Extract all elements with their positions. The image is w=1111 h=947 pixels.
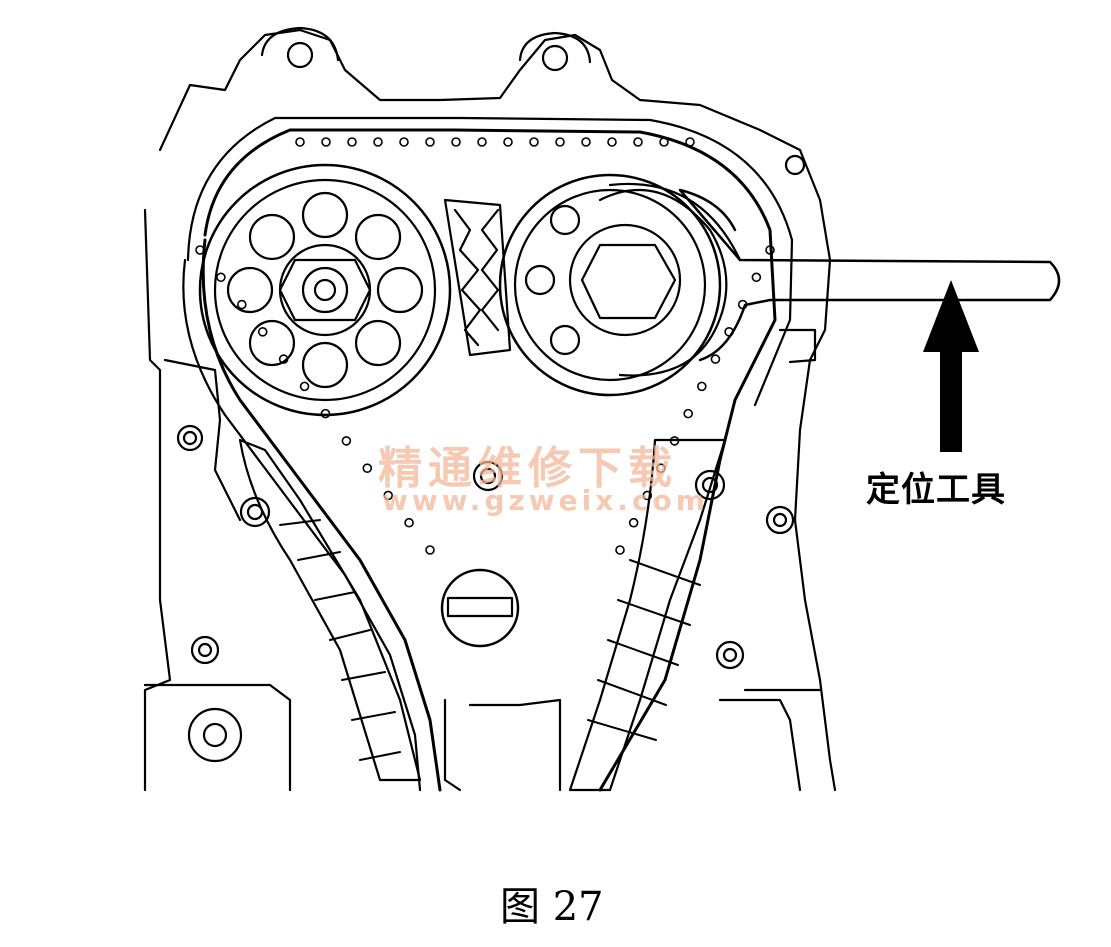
chain-roller [347,137,357,147]
sprocket-hole [301,341,349,389]
bolt-holes [176,424,795,763]
chain-roller [383,490,393,501]
chain-roller [751,272,762,283]
sprocket-hole [376,266,424,314]
chain-roller [451,137,461,147]
chain-roller [299,381,310,392]
exhaust-cam-sprocket [498,173,728,397]
chain-roller [683,408,693,419]
chain-roller [503,137,513,147]
sprocket-hole [354,319,402,367]
chain-roller [320,408,331,419]
chain-roller [642,490,653,501]
oil-plug [440,568,520,648]
chain-roller [659,137,669,147]
chain-roller [425,137,435,147]
sprocket-hole [354,213,402,261]
chain-roller [216,272,226,283]
chain-roller [656,463,666,473]
engine-cover-outline [158,28,837,792]
chain-roller [373,137,383,147]
sprocket-hole [248,319,296,367]
chain-roller [399,137,409,147]
chain-roller [529,137,539,147]
locking-tool-label: 定位工具 [866,470,1006,510]
chain-roller [295,137,305,147]
sprocket-hole [301,191,349,239]
chain-roller [362,463,373,473]
chain-roller [555,137,565,147]
chain-roller [477,137,487,147]
chain-roller [697,381,707,392]
chain-roller [607,137,617,147]
chain-roller [404,517,414,528]
chain-roller [341,436,352,446]
chain-roller [321,137,331,147]
left-chain-guide [238,438,422,782]
intake-cam-sprocket [198,163,452,417]
chain-rollers [195,137,775,555]
chain-roller [237,299,247,310]
chain-roller [685,137,695,147]
figure-caption: 图 27 [500,884,604,930]
chain-roller [425,545,435,555]
chain-roller [257,327,268,337]
chain-roller [710,354,721,364]
chain-roller [615,545,625,555]
locking-tool [608,182,1061,362]
sprocket-hole [248,213,296,261]
chain-roller [195,245,205,255]
watermark-title: 精通维修下载 [378,443,678,494]
up-arrow-icon [923,280,979,452]
timing-chain [203,128,777,792]
chain-roller [628,517,639,528]
chain-roller [633,137,643,147]
chain-roller [765,245,775,255]
chain-roller [581,137,591,147]
right-chain-guide [568,438,727,792]
watermark-url: www.gzweix.com [382,484,709,517]
sprocket-hole [226,266,274,314]
